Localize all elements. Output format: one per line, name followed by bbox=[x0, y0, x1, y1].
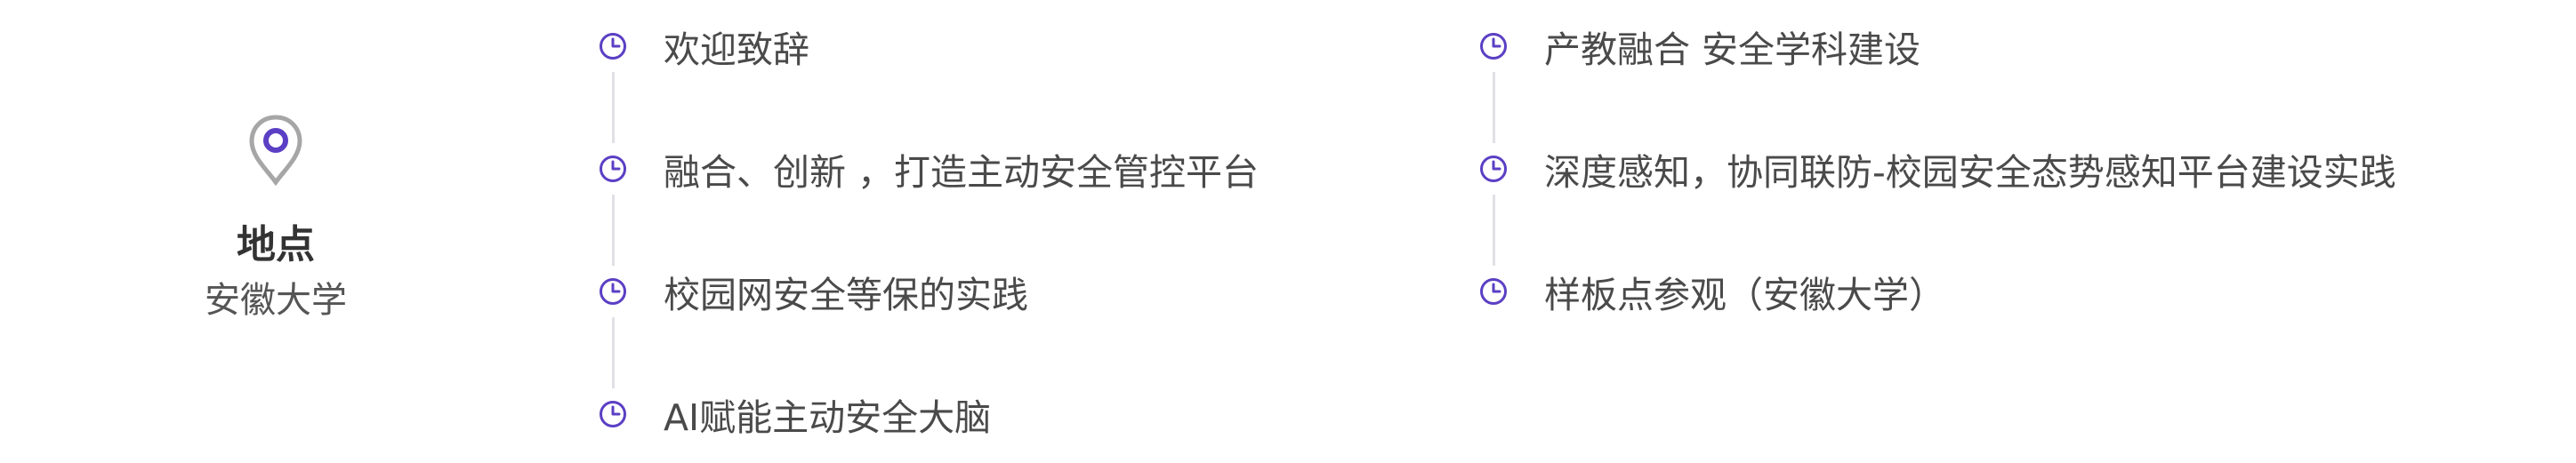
clock-icon bbox=[587, 266, 639, 317]
clock-icon bbox=[587, 388, 639, 440]
clock-icon bbox=[1468, 20, 1519, 72]
location-label: 地点 bbox=[237, 222, 315, 267]
timeline-line bbox=[612, 46, 615, 414]
agenda-item: AI赋能主动安全大脑 bbox=[587, 387, 991, 441]
location-block: 地点 安徽大学 bbox=[187, 114, 365, 322]
map-pin-icon bbox=[249, 115, 302, 187]
clock-icon bbox=[1468, 143, 1519, 195]
agenda-item: 融合、创新 ，打造主动安全管控平台 bbox=[587, 142, 1259, 196]
location-value: 安徽大学 bbox=[205, 280, 347, 321]
agenda-item-text: 深度感知，协同联防-校园安全态势感知平台建设实践 bbox=[1544, 151, 2396, 194]
clock-icon bbox=[587, 143, 639, 195]
agenda-item: 深度感知，协同联防-校园安全态势感知平台建设实践 bbox=[1468, 142, 2396, 196]
agenda-item: 校园网安全等保的实践 bbox=[587, 265, 1028, 318]
agenda-item-text: AI赋能主动安全大脑 bbox=[664, 396, 992, 439]
clock-icon bbox=[1468, 266, 1519, 317]
agenda-item: 欢迎致辞 bbox=[587, 20, 809, 73]
agenda-item-text: 欢迎致辞 bbox=[664, 28, 809, 71]
clock-icon bbox=[587, 20, 639, 72]
agenda-item-text: 产教融合 安全学科建设 bbox=[1544, 28, 1921, 71]
agenda-item: 产教融合 安全学科建设 bbox=[1468, 20, 1920, 73]
agenda-item-text: 样板点参观（安徽大学） bbox=[1544, 274, 1945, 316]
agenda-item: 样板点参观（安徽大学） bbox=[1468, 265, 1945, 318]
agenda-item-text: 校园网安全等保的实践 bbox=[664, 274, 1028, 316]
agenda-item-text: 融合、创新 ，打造主动安全管控平台 bbox=[664, 151, 1260, 194]
